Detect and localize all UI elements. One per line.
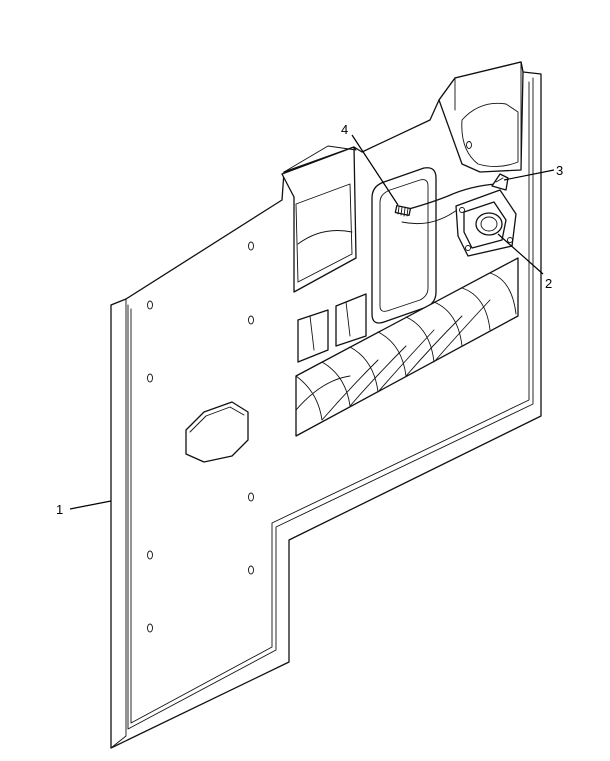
leader-4 (351, 134, 399, 206)
screw-item-4 (394, 204, 412, 217)
screw-hole (147, 550, 153, 560)
connector-body (491, 173, 509, 191)
screw-holes (147, 241, 254, 633)
duct-housing-right (438, 61, 524, 173)
screw-threads (397, 206, 409, 217)
octagonal-cutout-inner (189, 406, 245, 433)
callout-4: 4 (341, 122, 348, 137)
screw-hole (248, 492, 254, 502)
octagonal-cutout (185, 401, 249, 463)
screw-hole (248, 315, 254, 325)
switch-assembly-item-2 (455, 189, 517, 257)
duct-right-edge (454, 61, 522, 171)
leaders (69, 134, 555, 510)
filter-slot-detail (309, 301, 351, 351)
callout-labels: 1 2 3 4 (56, 122, 563, 517)
panel-inner-border (127, 77, 534, 730)
duct-right-hole (466, 141, 472, 149)
switch-screw (507, 237, 513, 243)
screw-hole (248, 241, 254, 251)
callout-3: 3 (556, 163, 563, 178)
screw-hole (147, 373, 153, 383)
duct-left-top (283, 145, 357, 173)
screw-hole (147, 300, 153, 310)
duct-left-inner (295, 183, 353, 283)
switch-screw (465, 245, 471, 251)
leader-3 (503, 169, 555, 181)
louvre-band (295, 257, 519, 437)
cable-run (397, 183, 497, 213)
callout-2: 2 (545, 276, 552, 291)
cable-loop-outer (371, 167, 437, 324)
louvre-blades (295, 272, 517, 421)
callout-1: 1 (56, 502, 63, 517)
cable-loop-inner (379, 179, 429, 312)
screw-hole (147, 623, 153, 633)
duct-left-front (281, 146, 357, 293)
screw-hole (248, 565, 254, 575)
duct-right-front (438, 61, 524, 173)
switch-screw (459, 207, 465, 213)
panel-back-edge (110, 298, 127, 749)
switch-button (475, 212, 503, 236)
leader-2 (497, 233, 544, 275)
duct-right-inner (461, 102, 519, 167)
filter-slot-right (335, 293, 367, 347)
duct-left-curve (297, 230, 353, 245)
panel-inner-border-2 (130, 81, 530, 724)
connector-detail (495, 177, 504, 183)
filter-slots (297, 293, 367, 363)
louvre-frame (295, 257, 519, 437)
connector-item-3 (491, 173, 509, 191)
leader-1 (69, 500, 112, 510)
switch-button-inner (480, 216, 498, 232)
duct-housing-left (281, 145, 357, 293)
filter-slot-left (297, 309, 329, 363)
